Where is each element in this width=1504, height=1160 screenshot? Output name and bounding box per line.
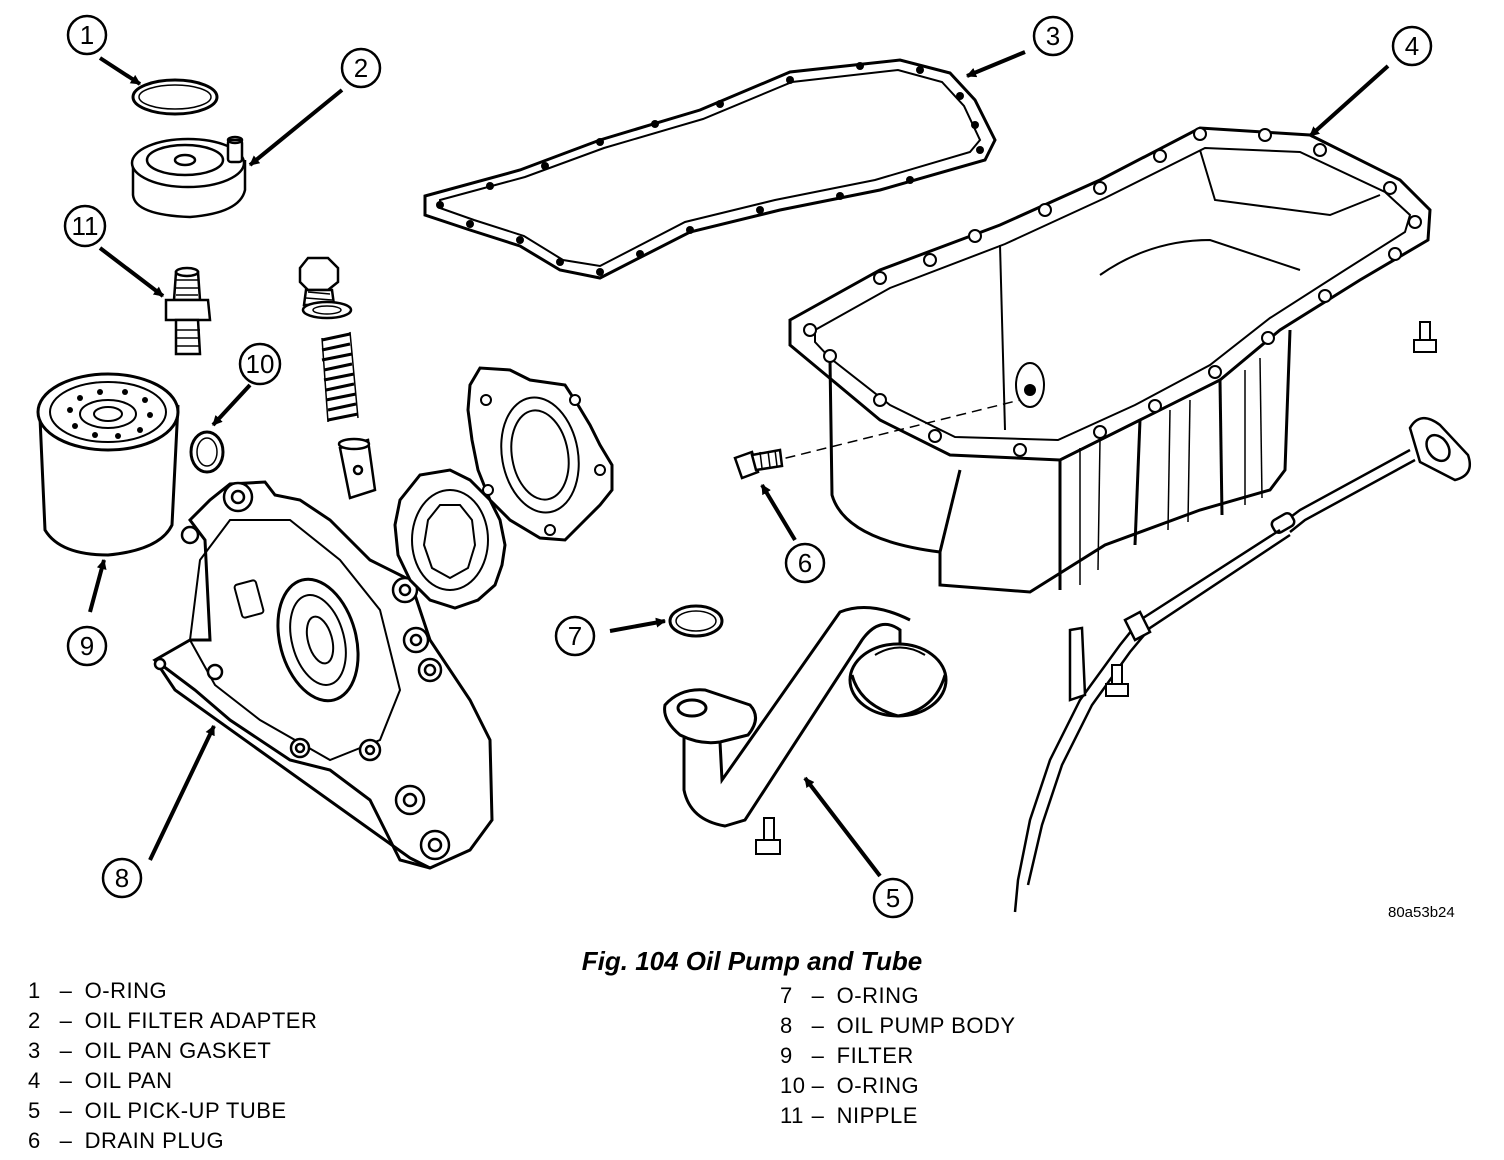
legend-item: 1– O-RING: [28, 976, 317, 1006]
legend-label: FILTER: [836, 1043, 914, 1068]
figure-caption: Fig. 104 Oil Pump and Tube: [581, 946, 923, 976]
legend-label: OIL PICK-UP TUBE: [84, 1098, 287, 1123]
oil-pick-up-tube-part: [663, 606, 948, 828]
nipple-part: [164, 266, 212, 356]
legend-num: 5: [28, 1098, 41, 1123]
legend-label: O-RING: [836, 1073, 920, 1098]
o-ring-part-10: [189, 430, 225, 474]
callout-4: 4: [1391, 25, 1433, 67]
legend-dash: –: [59, 1008, 73, 1033]
callout-9: 9: [66, 625, 108, 667]
callout-8: 8: [101, 857, 143, 899]
legend-dash: –: [59, 1068, 73, 1093]
leader-arrows: [88, 50, 1390, 878]
legend-label: DRAIN PLUG: [84, 1128, 225, 1153]
drain-plug-part: [733, 448, 784, 480]
callout-1: 1: [66, 14, 108, 56]
callout-3-label: 3: [1046, 21, 1060, 51]
oil-pan-gasket-part: [423, 58, 997, 280]
legend-label: OIL FILTER ADAPTER: [84, 1008, 318, 1033]
filter-part: [36, 372, 180, 557]
legend-num: 11: [780, 1103, 804, 1128]
pump-cover-part: [466, 366, 614, 542]
legend-item: 2– OIL FILTER ADAPTER: [28, 1006, 317, 1036]
o-ring-part-1: [131, 78, 219, 116]
legend-num: 2: [28, 1008, 41, 1033]
legend-num: 1: [28, 978, 41, 1003]
oil-filter-adapter-part: [130, 135, 247, 219]
callout-7: 7: [554, 615, 596, 657]
pick-up-tube-bolt: [755, 817, 781, 855]
legend-label: OIL PAN GASKET: [84, 1038, 272, 1063]
legend-dash: –: [59, 1038, 73, 1063]
callout-9-label: 9: [80, 631, 94, 661]
legend-dash: –: [811, 1073, 825, 1098]
callout-6-label: 6: [798, 548, 812, 578]
legend-item: 5– OIL PICK-UP TUBE: [28, 1096, 317, 1126]
legend-num: 6: [28, 1128, 41, 1153]
figure-reference-code: 80a53b24: [1388, 904, 1455, 921]
legend-dash: –: [59, 1098, 73, 1123]
callout-5-label: 5: [886, 883, 900, 913]
callout-2: 2: [340, 47, 382, 89]
callout-8-label: 8: [115, 863, 129, 893]
callout-11-label: 11: [72, 211, 99, 241]
legend-dash: –: [59, 1128, 73, 1153]
legend-dash: –: [59, 978, 73, 1003]
parts-legend-right: 7– O-RING 8– OIL PUMP BODY 9– FILTER 10–…: [780, 981, 1016, 1131]
oil-pan-part: [788, 126, 1432, 594]
legend-num: 3: [28, 1038, 41, 1063]
legend-label: OIL PAN: [84, 1068, 173, 1093]
legend-label: OIL PUMP BODY: [836, 1013, 1016, 1038]
legend-item: 7– O-RING: [780, 981, 1016, 1011]
o-ring-part-7: [668, 604, 724, 638]
callout-3: 3: [1032, 15, 1074, 57]
legend-item: 9– FILTER: [780, 1041, 1016, 1071]
legend-num: 7: [780, 983, 793, 1008]
legend-num: 9: [780, 1043, 793, 1068]
legend-dash: –: [811, 983, 825, 1008]
callout-7-label: 7: [568, 621, 582, 651]
dipstick-tube-bolt: [1105, 664, 1129, 697]
legend-item: 10– O-RING: [780, 1071, 1016, 1101]
callout-2-label: 2: [354, 53, 368, 83]
legend-dash: –: [811, 1103, 825, 1128]
callout-6: 6: [784, 542, 826, 584]
legend-item: 8– OIL PUMP BODY: [780, 1011, 1016, 1041]
legend-dash: –: [811, 1013, 825, 1038]
pan-bolt-part: [1413, 321, 1437, 353]
legend-item: 3– OIL PAN GASKET: [28, 1036, 317, 1066]
legend-item: 11– NIPPLE: [780, 1101, 1016, 1131]
oil-pump-body-part: [152, 480, 494, 870]
callout-1-label: 1: [80, 20, 94, 50]
callout-10-label: 10: [246, 349, 275, 379]
relief-valve-assembly: [298, 256, 377, 500]
callout-11: 11: [63, 204, 107, 248]
drain-plug-alignment-line: [769, 399, 1021, 463]
legend-label: O-RING: [836, 983, 920, 1008]
legend-item: 6– DRAIN PLUG: [28, 1126, 317, 1156]
legend-num: 4: [28, 1068, 41, 1093]
legend-label: O-RING: [84, 978, 168, 1003]
legend-num: 10: [780, 1073, 806, 1098]
legend-item: 4– OIL PAN: [28, 1066, 317, 1096]
parts-legend-left: 1– O-RING 2– OIL FILTER ADAPTER 3– OIL P…: [28, 976, 317, 1156]
legend-label: NIPPLE: [836, 1103, 918, 1128]
legend-dash: –: [811, 1043, 825, 1068]
pump-outer-rotor-part: [393, 468, 507, 610]
legend-num: 8: [780, 1013, 793, 1038]
callout-5: 5: [872, 877, 914, 919]
exploded-parts-diagram: 1 2 3 4 5 6 7 8 9 10 11: [36, 14, 1472, 919]
callout-4-label: 4: [1405, 31, 1419, 61]
dipstick-part: [1013, 417, 1472, 913]
callout-10: 10: [238, 342, 282, 386]
